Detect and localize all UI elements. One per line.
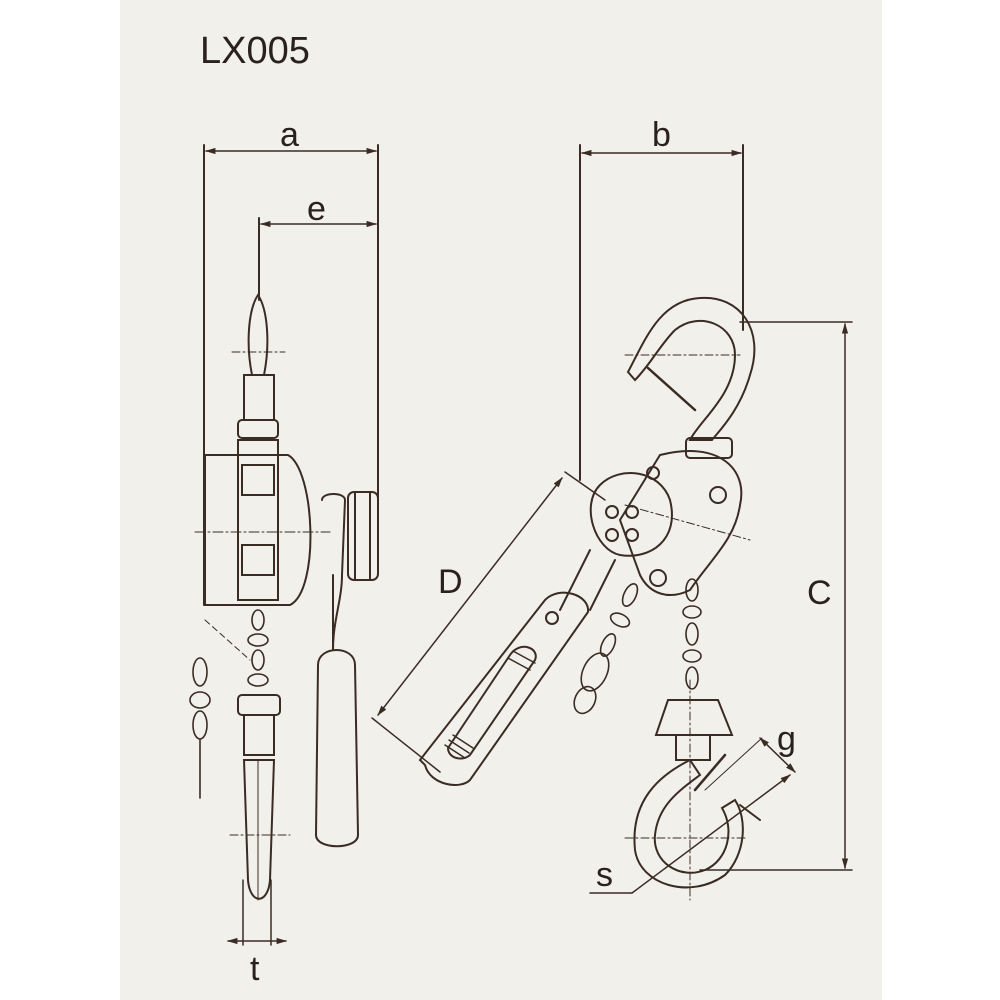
dimension-g bbox=[704, 737, 796, 791]
dimension-s bbox=[589, 774, 791, 894]
dimension-C bbox=[699, 321, 853, 871]
side-view bbox=[189, 293, 379, 901]
dimension-label-g: g bbox=[777, 720, 796, 758]
front-view bbox=[418, 296, 761, 901]
dimension-label-t: t bbox=[250, 950, 260, 988]
dimension-label-a: a bbox=[280, 116, 299, 154]
dimension-b bbox=[579, 144, 744, 481]
dimension-label-C: C bbox=[807, 574, 832, 612]
dimension-D bbox=[371, 471, 606, 773]
dimension-label-e: e bbox=[307, 190, 326, 228]
dimension-a bbox=[203, 144, 379, 606]
dimension-label-D: D bbox=[438, 563, 463, 601]
dimension-label-b: b bbox=[652, 116, 671, 154]
dimension-label-s: s bbox=[596, 856, 613, 894]
dimension-e bbox=[258, 217, 378, 301]
dimension-t bbox=[226, 879, 288, 946]
model-title: LX005 bbox=[200, 30, 310, 72]
